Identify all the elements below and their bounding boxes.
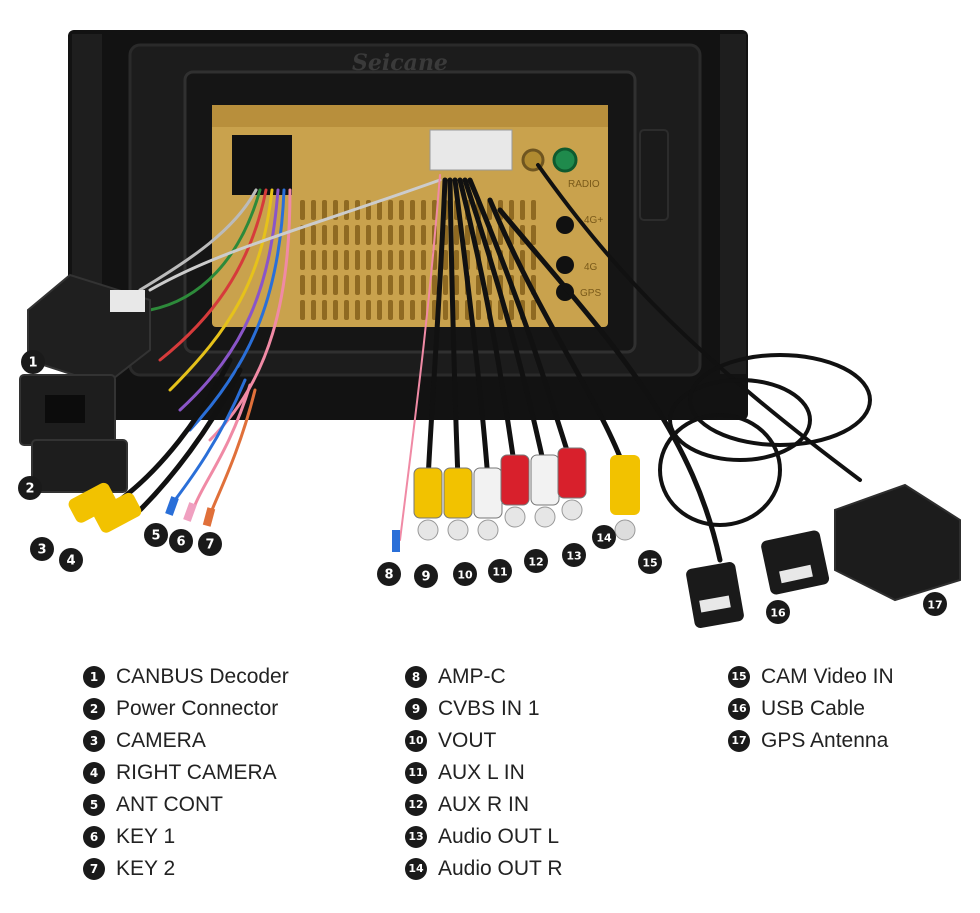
callout-badge-3: 3 [30,537,54,561]
callout-badge-16: 16 [766,600,790,624]
legend-label: KEY 1 [116,825,176,848]
callout-badge-10: 10 [453,562,477,586]
rca-plug [443,467,473,541]
legend-label: Audio OUT L [438,825,560,848]
callout-number: 5 [151,529,160,544]
callout-number: 12 [528,556,543,569]
callout-number: 11 [492,566,507,579]
wire-harness [117,163,872,563]
callout-number: 15 [642,557,657,570]
callout-number: 2 [25,482,34,497]
legend-number-badge: 6 [83,826,105,848]
legend-label: AUX R IN [438,793,530,816]
callout-number: 17 [927,599,942,612]
callout-badge-14: 14 [592,525,616,549]
callout-number: 7 [205,538,214,553]
callout-badge-4: 4 [59,548,83,572]
gps-port-label: GPS [580,288,601,299]
callout-badge-6: 6 [169,529,193,553]
callout-number: 8 [384,568,393,583]
callout-badge-13: 13 [562,543,586,567]
power-connector-block [19,374,128,493]
callout-badge-11: 11 [488,559,512,583]
callout-number: 6 [176,535,185,550]
usb-cable-plugs [686,530,830,628]
legend-label: ANT CONT [116,793,223,816]
callout-number: 3 [37,543,46,558]
callout-number: 13 [566,550,581,563]
legend-label: Audio OUT R [438,857,563,880]
legend-number-badge: 16 [728,698,750,720]
camera-rca-plugs [68,482,142,533]
legend-label: GPS Antenna [761,729,889,752]
rca-plug [500,454,530,528]
gps-antenna-puck [834,483,961,602]
legend-label: CAMERA [116,729,206,752]
radio-port-label: RADIO [568,179,600,190]
legend-number-badge: 10 [405,730,427,752]
legend-label: RIGHT CAMERA [116,761,277,784]
callout-number: 16 [770,607,786,620]
callout-number: 10 [457,569,473,582]
callout-badge-9: 9 [414,564,438,588]
legend-number-badge: 12 [405,794,427,816]
callout-badge-17: 17 [923,592,947,616]
legend-number-badge: 14 [405,858,427,880]
legend-number-badge: 9 [405,698,427,720]
legend-number-badge: 17 [728,730,750,752]
legend-number-badge: 7 [83,858,105,880]
rca-plug [413,467,443,541]
legend-label: VOUT [438,729,497,752]
brand-logo: Seicane [352,50,448,76]
legend-number-badge: 8 [405,666,427,688]
cam-video-in-plug [610,455,640,541]
product-photo: Seicane RADIO 4G+ 4G GPS [18,30,961,628]
legend-number-badge: 2 [83,698,105,720]
legend-label: CVBS IN 1 [438,697,540,720]
rca-plug [530,454,560,528]
callout-badge-7: 7 [198,532,222,556]
legend-label: USB Cable [761,697,865,720]
rca-plug [557,447,587,521]
callout-number: 9 [421,570,430,585]
callout-badge-2: 2 [18,476,42,500]
4g-plus-port-label: 4G+ [584,215,603,226]
4g-port-label: 4G [584,262,598,273]
legend-number-badge: 11 [405,762,427,784]
key-wire-tips [165,496,400,552]
callout-number: 1 [28,356,37,371]
back-panel [212,105,608,327]
legend-label: AMP-C [438,665,506,688]
legend-number-badge: 4 [83,762,105,784]
callout-badge-15: 15 [638,550,662,574]
legend-number-badge: 5 [83,794,105,816]
callout-badge-12: 12 [524,549,548,573]
callout-badge-1: 1 [21,350,45,374]
rca-plug [473,467,503,541]
callout-number: 14 [596,532,612,545]
legend-number-badge: 1 [83,666,105,688]
callout-badge-8: 8 [377,562,401,586]
callout-badge-5: 5 [144,523,168,547]
legend-label: KEY 2 [116,857,176,880]
legend-number-badge: 13 [405,826,427,848]
legend-number-badge: 15 [728,666,750,688]
legend-label: CAM Video IN [761,665,894,688]
legend-number-badge: 3 [83,730,105,752]
legend-label: AUX L IN [438,761,525,784]
callout-number: 4 [66,554,75,569]
audio-video-rca-plugs [413,447,587,541]
legend-label: Power Connector [116,697,279,720]
legend-label: CANBUS Decoder [116,665,289,688]
